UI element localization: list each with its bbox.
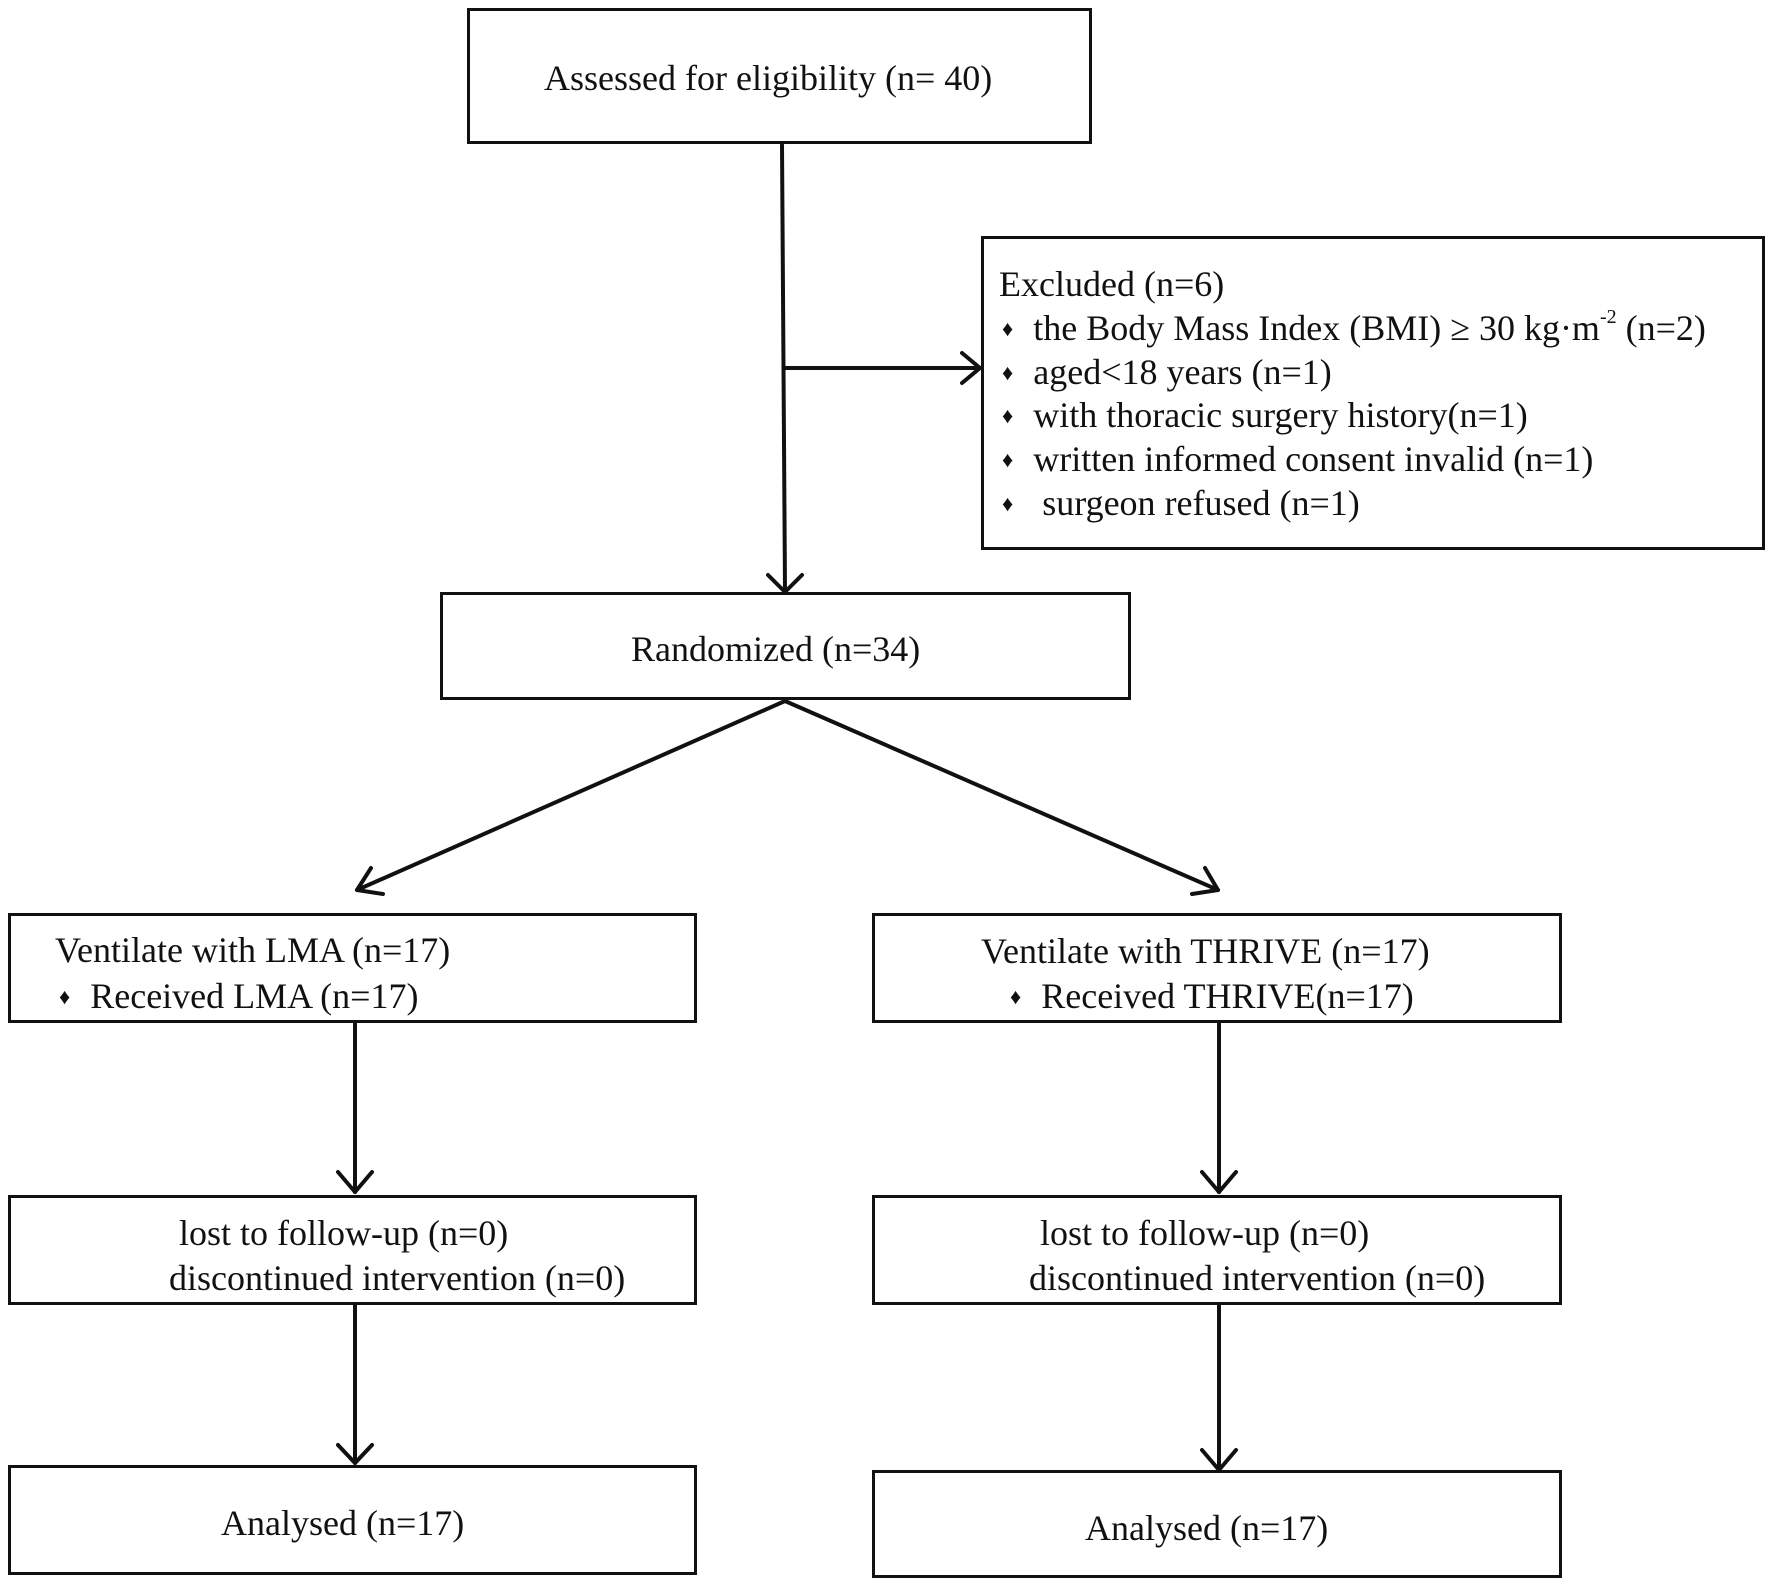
excluded-item: ♦with thoracic surgery history(n=1) <box>1002 395 1528 435</box>
bullet-diamond-icon: ♦ <box>1002 403 1014 428</box>
arrow-thrive-followup-to-analysed <box>1200 1304 1238 1472</box>
thrive-analysed-box: Analysed (n=17) <box>872 1470 1562 1578</box>
thrive-group-box: Ventilate with THRIVE (n=17) ♦Received T… <box>872 913 1562 1023</box>
thrive-analysed-label: Analysed (n=17) <box>1085 1508 1329 1548</box>
excluded-item: ♦the Body Mass Index (BMI) ≥ 30 kg·m-2 (… <box>1002 306 1706 348</box>
lma-analysed-box: Analysed (n=17) <box>8 1465 697 1575</box>
thrive-followup-lost: lost to follow-up (n=0) <box>1040 1213 1370 1253</box>
randomized-box: Randomized (n=34) <box>440 592 1131 700</box>
lma-followup-lost: lost to follow-up (n=0) <box>179 1213 509 1253</box>
thrive-followup-box: lost to follow-up (n=0) discontinued int… <box>872 1195 1562 1305</box>
arrow-lma-followup-to-analysed <box>336 1298 374 1465</box>
excluded-box: Excluded (n=6) ♦the Body Mass Index (BMI… <box>981 236 1765 550</box>
lma-analysed-label: Analysed (n=17) <box>221 1503 465 1543</box>
bullet-diamond-icon: ♦ <box>1010 984 1022 1009</box>
excluded-item: ♦ surgeon refused (n=1) <box>1002 483 1360 523</box>
bullet-diamond-icon: ♦ <box>1002 491 1014 516</box>
assessed-label: Assessed for eligibility (n= 40) <box>544 58 993 98</box>
excluded-item: ♦written informed consent invalid (n=1) <box>1002 439 1594 479</box>
lma-followup-box: lost to follow-up (n=0) discontinued int… <box>8 1195 697 1305</box>
arrow-to-excluded <box>782 351 982 385</box>
bullet-diamond-icon: ♦ <box>1002 447 1014 472</box>
lma-group-title: Ventilate with LMA (n=17) <box>55 930 451 970</box>
lma-group-box: Ventilate with LMA (n=17) ♦Received LMA … <box>8 913 697 1023</box>
excluded-title: Excluded (n=6) <box>999 264 1225 304</box>
arrow-randomized-to-thrive <box>783 699 1220 896</box>
bullet-diamond-icon: ♦ <box>59 984 71 1009</box>
arrow-thrive-to-followup <box>1200 1021 1238 1194</box>
thrive-group-item: ♦Received THRIVE(n=17) <box>1010 976 1414 1016</box>
excluded-item: ♦aged<18 years (n=1) <box>1002 352 1332 392</box>
thrive-followup-discontinued: discontinued intervention (n=0) <box>1029 1258 1486 1298</box>
bullet-diamond-icon: ♦ <box>1002 360 1014 385</box>
bullet-diamond-icon: ♦ <box>1002 316 1014 341</box>
assessed-box: Assessed for eligibility (n= 40) <box>467 8 1092 144</box>
thrive-group-title: Ventilate with THRIVE (n=17) <box>981 931 1430 971</box>
arrow-randomized-to-lma <box>355 699 787 896</box>
randomized-label: Randomized (n=34) <box>631 629 921 669</box>
lma-group-item: ♦Received LMA (n=17) <box>59 976 419 1016</box>
arrow-lma-to-followup <box>336 1021 374 1194</box>
lma-followup-discontinued: discontinued intervention (n=0) <box>169 1258 626 1298</box>
